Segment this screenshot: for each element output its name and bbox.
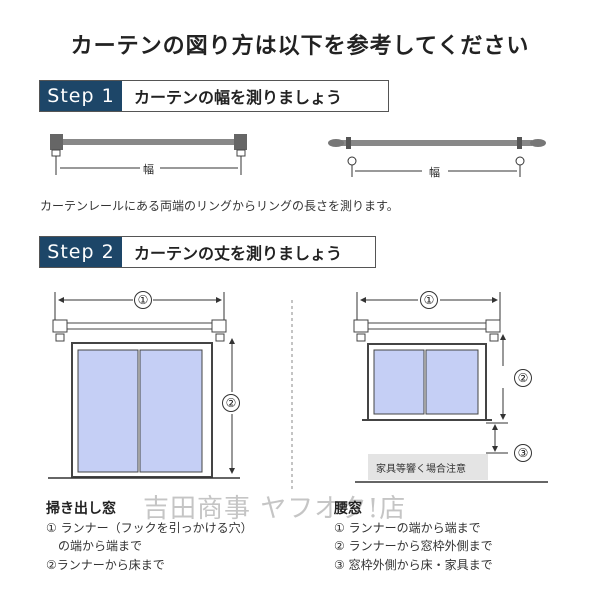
width-label-right: 幅 (429, 166, 440, 179)
mark-2-right: ② (514, 369, 532, 387)
waist-window-line-3: ③ 窓枠外側から床・家具まで (334, 558, 493, 572)
mark-2-left: ② (222, 394, 240, 412)
floor-window-illustration (48, 292, 240, 479)
square-rail-illustration (50, 134, 247, 175)
step2-header: Step 2 カーテンの丈を測りましょう (39, 236, 376, 268)
floor-window-line-3: ②ランナーから床まで (46, 558, 165, 572)
mark-1-right: ① (420, 291, 438, 309)
floor-window-line-2: の端から端まで (46, 539, 143, 553)
waist-window-line-2: ② ランナーから窓枠外側まで (334, 539, 493, 553)
mark-1-left: ① (134, 291, 152, 309)
furniture-note: 家具等響く場合注意 (368, 454, 488, 480)
rod-rail-illustration (328, 137, 546, 177)
waist-window-title: 腰窓 (334, 501, 362, 517)
step1-description: カーテンレールにある両端のリングからリングの長さを測ります。 (40, 199, 399, 213)
watermark: 吉田商事 ヤフオク!店 (143, 494, 407, 524)
step1-diagram (50, 134, 546, 177)
floor-window-line-1: ① ランナー（フックを引っかける穴） (46, 521, 253, 535)
page-title: カーテンの図り方は以下を参考してください (70, 34, 530, 59)
step1-header: Step 1 カーテンの幅を測りましょう (39, 80, 389, 112)
step1-text: カーテンの幅を測りましょう (134, 88, 343, 107)
step2-diagram (48, 292, 548, 490)
step1-label: Step 1 (40, 81, 122, 111)
step2-label: Step 2 (40, 237, 122, 267)
width-label-left: 幅 (143, 163, 154, 176)
waist-window-line-1: ① ランナーの端から端まで (334, 521, 481, 535)
mark-3-right: ③ (514, 444, 532, 462)
step2-text: カーテンの丈を測りましょう (134, 244, 343, 263)
floor-window-title: 掃き出し窓 (46, 501, 116, 517)
